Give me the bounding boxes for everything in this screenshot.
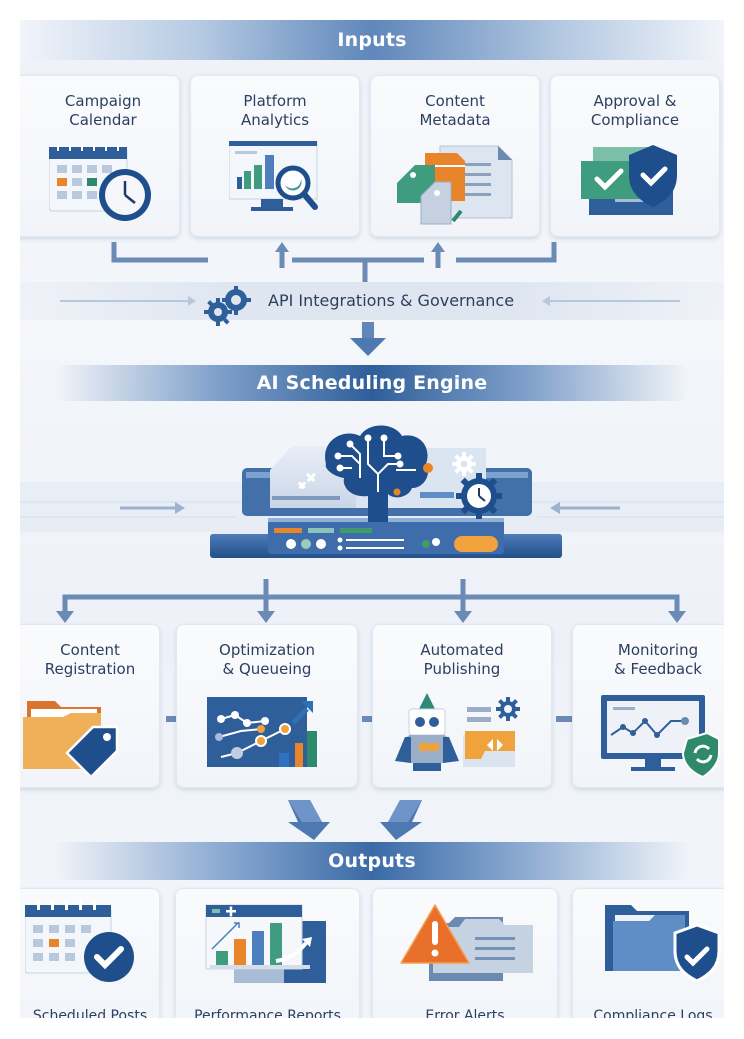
input-card-campaign-calendar: Campaign Calendar bbox=[20, 75, 180, 237]
engine-distribution-connectors bbox=[56, 579, 686, 623]
calendar-check-icon bbox=[25, 901, 145, 985]
calendar-clock-icon bbox=[49, 141, 159, 231]
card-title: Automated Publishing bbox=[420, 641, 504, 678]
folder-shield-icon bbox=[603, 899, 723, 989]
monitor-refresh-icon bbox=[601, 693, 721, 783]
card-title: Content Metadata bbox=[419, 92, 491, 129]
engine-title: AI Scheduling Engine bbox=[256, 372, 488, 394]
card-title: Platform Analytics bbox=[240, 92, 310, 129]
process-card-automated-publishing: Automated Publishing bbox=[372, 624, 552, 788]
folder-tag-icon bbox=[21, 695, 141, 775]
card-title: Monitoring & Feedback bbox=[614, 641, 702, 678]
process-card-content-registration: Content Registration bbox=[20, 624, 160, 788]
output-label: Performance Reports bbox=[194, 1008, 341, 1018]
right-inflow-arrow bbox=[542, 296, 680, 306]
input-card-platform-analytics: Platform Analytics bbox=[190, 75, 360, 237]
card-title: Approval & Compliance bbox=[590, 92, 680, 129]
output-label: Error Alerts bbox=[425, 1008, 505, 1018]
process-card-monitoring-feedback: Monitoring & Feedback bbox=[572, 624, 724, 788]
shield-check-icon bbox=[575, 141, 695, 231]
output-card-performance-reports: Performance Reports bbox=[175, 888, 360, 1018]
output-label: Scheduled Posts bbox=[32, 1008, 148, 1018]
converging-output-arrows bbox=[288, 800, 422, 840]
outputs-banner: Outputs bbox=[20, 842, 724, 880]
optimization-chart-icon bbox=[207, 695, 337, 775]
analytics-monitor-icon bbox=[229, 141, 339, 231]
outputs-title: Outputs bbox=[328, 850, 416, 872]
input-connectors bbox=[111, 242, 557, 282]
output-label: Compliance Logs bbox=[593, 1008, 713, 1018]
engine-banner: AI Scheduling Engine bbox=[20, 365, 724, 401]
card-title: Optimization & Queueing bbox=[219, 641, 315, 678]
down-arrow-to-engine bbox=[350, 322, 386, 356]
output-card-compliance-logs: Compliance Logs bbox=[572, 888, 724, 1018]
inputs-title: Inputs bbox=[337, 29, 407, 51]
input-card-content-metadata: Content Metadata bbox=[370, 75, 540, 237]
inputs-banner: Inputs bbox=[20, 20, 724, 60]
report-chart-icon bbox=[204, 903, 334, 987]
input-card-approval-compliance: Approval & Compliance bbox=[550, 75, 720, 237]
warning-folder-icon bbox=[399, 899, 539, 983]
output-card-error-alerts: Error Alerts bbox=[372, 888, 558, 1018]
diagram-canvas: Inputs Campaign Calendar Platform Analyt… bbox=[20, 20, 724, 1018]
tags-documents-icon bbox=[395, 141, 515, 231]
process-card-optimization-queueing: Optimization & Queueing bbox=[176, 624, 358, 788]
card-title: Campaign Calendar bbox=[64, 92, 142, 129]
output-card-scheduled-posts: Scheduled Posts bbox=[20, 888, 160, 1018]
ai-brain-server-icon bbox=[20, 425, 724, 558]
api-integrations-label: API Integrations & Governance bbox=[268, 291, 515, 310]
card-title: Content Registration bbox=[44, 641, 136, 678]
robot-publisher-icon bbox=[391, 685, 541, 781]
gears-icon bbox=[204, 286, 252, 326]
left-inflow-arrow bbox=[60, 296, 196, 306]
